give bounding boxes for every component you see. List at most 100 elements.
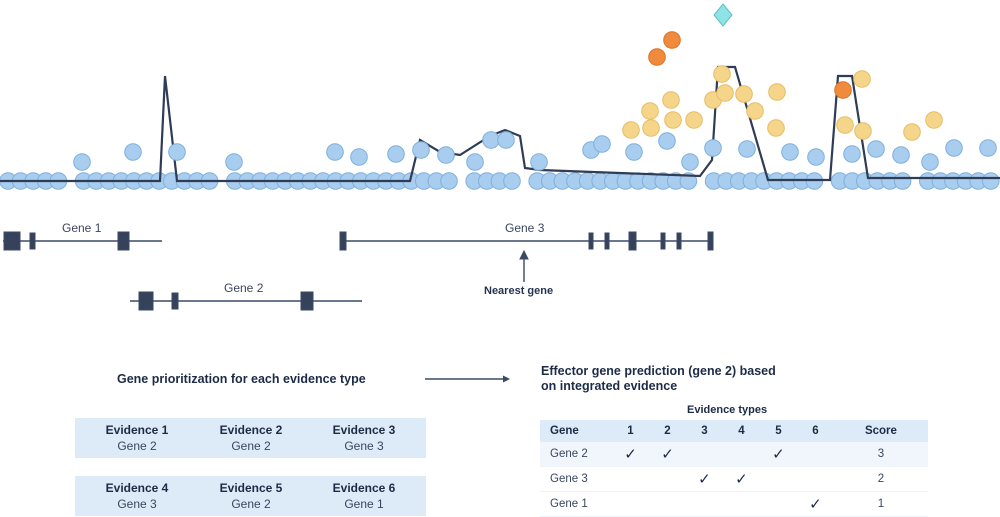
associated-snp-circle [853,70,871,88]
snp-circle [387,145,405,163]
snp-circle [437,146,455,164]
snp-circle [738,140,756,158]
header-evidence-6: 6 [796,420,834,442]
snp-circle [466,153,484,171]
header-gene: Gene [540,420,612,442]
table-row: Gene 1✓1 [540,491,928,517]
evidence-box-1: Evidence 1 Gene 2 [75,418,199,458]
associated-snp-circle [768,83,786,101]
snp-circle [625,143,643,161]
snp-circle [497,131,515,149]
evidence-title: Evidence 6 [332,481,396,495]
locus-diagram [0,3,1000,311]
row-gene: Gene 2 [540,442,612,467]
snp-circle [867,140,885,158]
prediction-title-line1: Effector gene prediction (gene 2) based [541,364,776,378]
empty-cell [796,442,834,467]
associated-snp-circle [854,122,872,140]
snp-circle [73,153,91,171]
row-score: 2 [833,466,928,492]
row-gene: Gene 3 [540,466,612,492]
empty-cell [685,442,723,467]
gene-1-label: Gene 1 [62,221,102,235]
prediction-title: Effector gene prediction (gene 2) based … [541,364,776,394]
associated-snp-circle [664,111,682,129]
row-score: 3 [833,442,928,467]
evidence-gene: Gene 3 [344,439,384,453]
snp-circle [679,172,698,190]
evidence-box-3: Evidence 3 Gene 3 [302,418,426,458]
empty-cell [722,491,760,517]
evidence-box-6: Evidence 6 Gene 1 [302,476,426,516]
empty-cell [722,442,760,467]
check-icon: ✓ [648,442,686,467]
associated-snp-circle [903,123,921,141]
empty-cell [648,491,686,517]
table-row: Gene 2✓✓✓3 [540,442,928,467]
evidence-box-5: Evidence 5 Gene 2 [189,476,313,516]
snp-circle [681,153,699,171]
snp-circle [326,143,344,161]
prioritization-title: Gene prioritization for each evidence ty… [117,372,366,386]
empty-cell [759,466,797,492]
snp-circle [945,139,963,157]
gene-3-label: Gene 3 [505,221,545,235]
associated-snp-circle [925,111,943,129]
header-evidence-3: 3 [685,420,723,442]
associated-snp-circle [685,111,703,129]
check-icon: ✓ [722,466,760,492]
snp-circle [982,172,1000,190]
check-icon: ✓ [685,466,723,492]
empty-cell [612,466,649,492]
flow-arrow-icon [425,375,510,383]
check-icon: ✓ [796,491,834,517]
evidence-box-4: Evidence 4 Gene 3 [75,476,199,516]
gene-1-model [3,231,162,251]
snp-circle [892,146,910,164]
lead-snp-circle [648,48,666,66]
table-row: Gene 3 ✓✓ 2 [540,466,928,492]
evidence-gene: Gene 2 [231,497,271,511]
lead-variant-diamond-icon [713,3,733,27]
associated-snp-circle [642,119,660,137]
prediction-title-line2: on integrated evidence [541,379,678,393]
snp-circle [503,172,521,190]
snp-circle [658,132,676,150]
association-signal-line [0,65,1000,183]
snp-circle [225,153,243,171]
associated-snp-circle [641,102,659,120]
snp-circle [979,139,997,157]
empty-cell [759,491,797,517]
header-evidence-2: 2 [648,420,686,442]
snp-circle [893,172,912,190]
empty-cell [685,491,723,517]
gene-2-model [130,291,362,311]
associated-snp-circle [735,85,753,103]
snp-circle [440,172,458,190]
snp-circle [168,143,186,161]
associated-snp-circle [746,102,764,120]
associated-snp-points [73,31,997,171]
snp-circle [482,131,500,149]
snp-circle [781,143,799,161]
evidence-title: Evidence 5 [219,481,283,495]
lead-snp-circle [663,31,681,49]
snp-circle [704,139,722,157]
lead-snp-circle [834,81,852,99]
snp-circle [593,135,611,153]
table-header-row: Gene 1 2 3 4 5 6 Score [540,420,928,442]
header-score: Score [833,420,928,442]
nearest-gene-arrow-icon [519,249,529,282]
snp-circle [843,145,861,163]
snp-circle [412,141,430,159]
evidence-gene: Gene 3 [117,497,157,511]
snp-circle [350,148,368,166]
associated-snp-circle [713,65,731,83]
evidence-title: Evidence 3 [332,423,396,437]
associated-snp-circle [622,121,640,139]
check-icon: ✓ [612,442,649,467]
associated-snp-circle [662,91,680,109]
row-gene: Gene 1 [540,491,612,517]
